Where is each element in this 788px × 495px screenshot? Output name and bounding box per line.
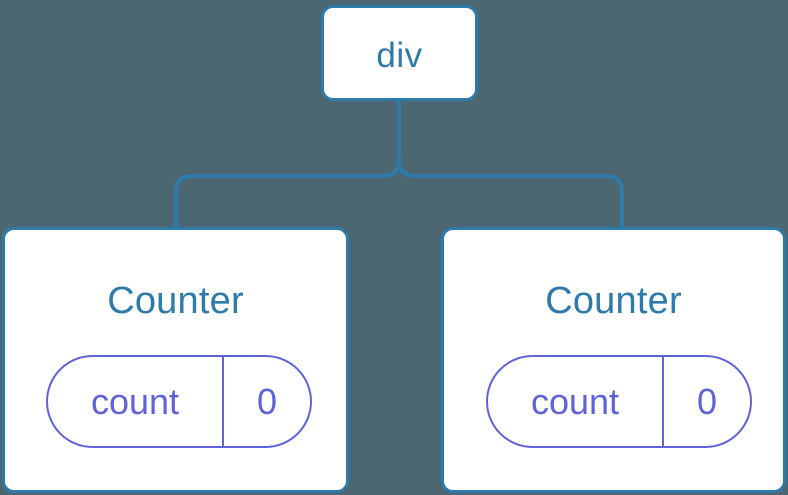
node-counter-2[interactable]: Counter count 0 <box>441 227 786 493</box>
state-key-count: count <box>488 357 664 446</box>
connector-branch-right <box>397 158 624 229</box>
node-counter-1[interactable]: Counter count 0 <box>2 227 349 493</box>
state-pill-counter-2[interactable]: count 0 <box>486 355 752 448</box>
node-div-label: div <box>376 36 423 75</box>
connector-branch-left <box>174 158 401 229</box>
state-pill-counter-1[interactable]: count 0 <box>46 355 312 448</box>
node-div[interactable]: div <box>321 5 478 101</box>
node-counter-1-label: Counter <box>107 280 244 322</box>
node-counter-2-label: Counter <box>545 280 682 322</box>
state-value-count: 0 <box>696 380 718 422</box>
state-key-count: count <box>48 357 224 446</box>
state-value-count: 0 <box>256 380 278 422</box>
